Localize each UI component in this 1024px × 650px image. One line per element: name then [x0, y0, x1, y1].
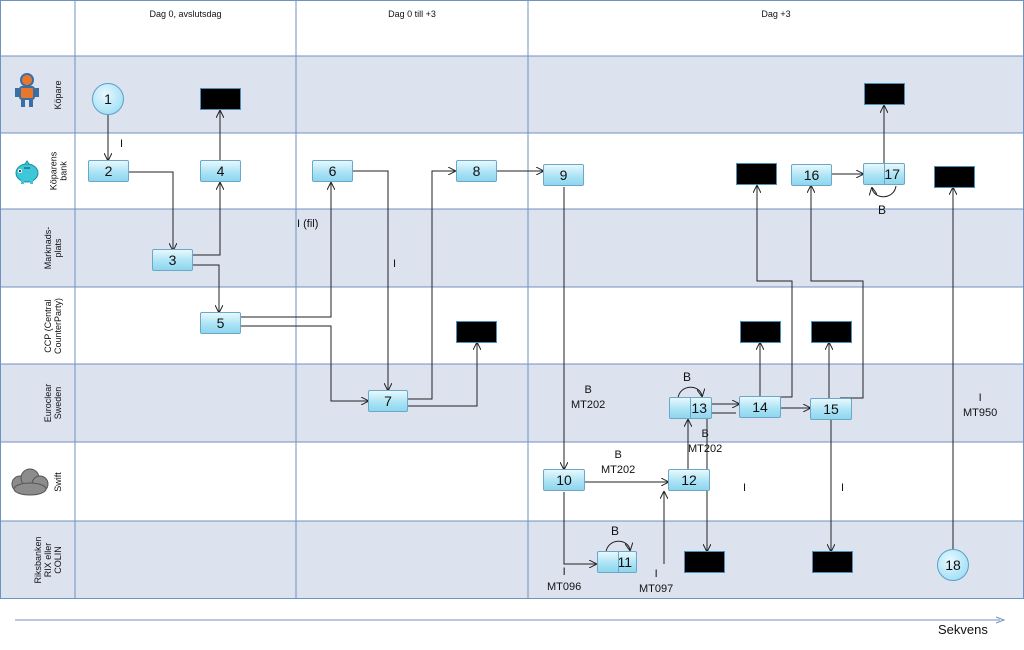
arrow-7-black: [408, 343, 477, 407]
sequence-axis-label: Sekvens: [938, 622, 988, 637]
cloud-icon: [11, 468, 49, 496]
node-6[interactable]: 6: [312, 160, 353, 182]
label-b-mt202-9-10: B MT202: [571, 384, 606, 411]
label-i-mt096: I MT096: [547, 566, 582, 593]
label-i-mt097: I MT097: [639, 568, 674, 595]
node-3[interactable]: 3: [152, 249, 193, 271]
arrow-10-11: [563, 492, 596, 564]
terminal-ccp-2: [740, 321, 781, 343]
arrow-3-4: [193, 183, 220, 256]
lane-bg-ccp: [0, 287, 1024, 364]
label-b-mt202-12-13: B MT202: [688, 428, 723, 455]
node-12[interactable]: 12: [668, 469, 710, 491]
column-header-dag0: Dag 0, avslutsdag: [149, 9, 222, 19]
label-b-loop-17: B: [878, 203, 887, 217]
node-5[interactable]: 5: [200, 312, 241, 334]
label-b-loop-11: B: [611, 524, 620, 538]
terminal-kopare-right: [864, 83, 905, 105]
lane-bg-euroclear: [0, 364, 1024, 442]
piggy-bank-icon: [15, 160, 39, 184]
node-14[interactable]: 14: [739, 396, 781, 418]
label-i-mt950: I MT950: [963, 392, 998, 419]
node-15[interactable]: 15: [810, 398, 852, 420]
node-1[interactable]: 1: [92, 83, 124, 115]
terminal-bank-2: [934, 166, 975, 188]
arrow-3-5: [193, 264, 219, 312]
lane-label-riksbanken: Riksbanken RIX eller COLIN: [33, 536, 63, 584]
arrow-6-7: [353, 170, 388, 390]
lane-bg-riksbanken: [0, 521, 1024, 599]
lane-label-marknadsplats: Marknads- plats: [43, 226, 63, 270]
label-i-13: I: [743, 482, 747, 494]
sequence-axis: [15, 616, 1006, 624]
node-17[interactable]: 17: [863, 163, 905, 185]
label-i-fil: I (fil): [297, 218, 319, 230]
arrow-2-3: [129, 171, 173, 250]
person-icon: [15, 73, 39, 107]
arrow-5-7: [241, 325, 368, 401]
loop-17: [872, 185, 897, 198]
label-b-loop-13: B: [683, 370, 692, 384]
node-16[interactable]: 16: [791, 164, 832, 186]
terminal-bank-1: [736, 163, 777, 185]
node-4[interactable]: 4: [200, 160, 241, 182]
node-18[interactable]: 18: [937, 549, 969, 581]
arrow-15-16: [811, 186, 864, 399]
lane-label-bank: Köparens bank: [48, 151, 68, 191]
terminal-ccp-1: [456, 321, 497, 343]
column-header-dag3: Dag +3: [761, 9, 791, 19]
node-7[interactable]: 7: [368, 390, 408, 412]
loop-11: [605, 540, 630, 553]
label-i-6-7: I: [393, 258, 397, 270]
node-8[interactable]: 8: [456, 160, 497, 182]
lane-bg-kopare: [0, 56, 1024, 133]
arrow-5-6: [241, 183, 331, 318]
node-2[interactable]: 2: [88, 160, 129, 182]
terminal-rix-2: [812, 551, 853, 573]
terminal-rix-1: [684, 551, 725, 573]
lane-label-ccp: CCP (Central CounterParty): [43, 297, 63, 354]
arrow-7-8: [408, 171, 455, 400]
arrow-14-black-bank: [757, 186, 793, 398]
node-9[interactable]: 9: [543, 164, 584, 186]
loop-13: [677, 386, 702, 399]
label-i-15: I: [841, 482, 845, 494]
label-i-1-2: I: [120, 138, 124, 150]
lane-bg-swift: [0, 442, 1024, 521]
lane-label-kopare: Köpare: [53, 79, 63, 110]
column-header-dag0-3: Dag 0 till +3: [388, 9, 436, 19]
node-13[interactable]: 13: [669, 397, 712, 419]
node-10[interactable]: 10: [543, 469, 585, 491]
node-11[interactable]: 11: [597, 551, 637, 573]
lane-label-euroclear: Euroclear Sweden: [43, 383, 63, 423]
terminal-kopare-left: [200, 88, 241, 110]
terminal-ccp-3: [811, 321, 852, 343]
label-b-mt202-10-12: B MT202: [601, 449, 636, 476]
